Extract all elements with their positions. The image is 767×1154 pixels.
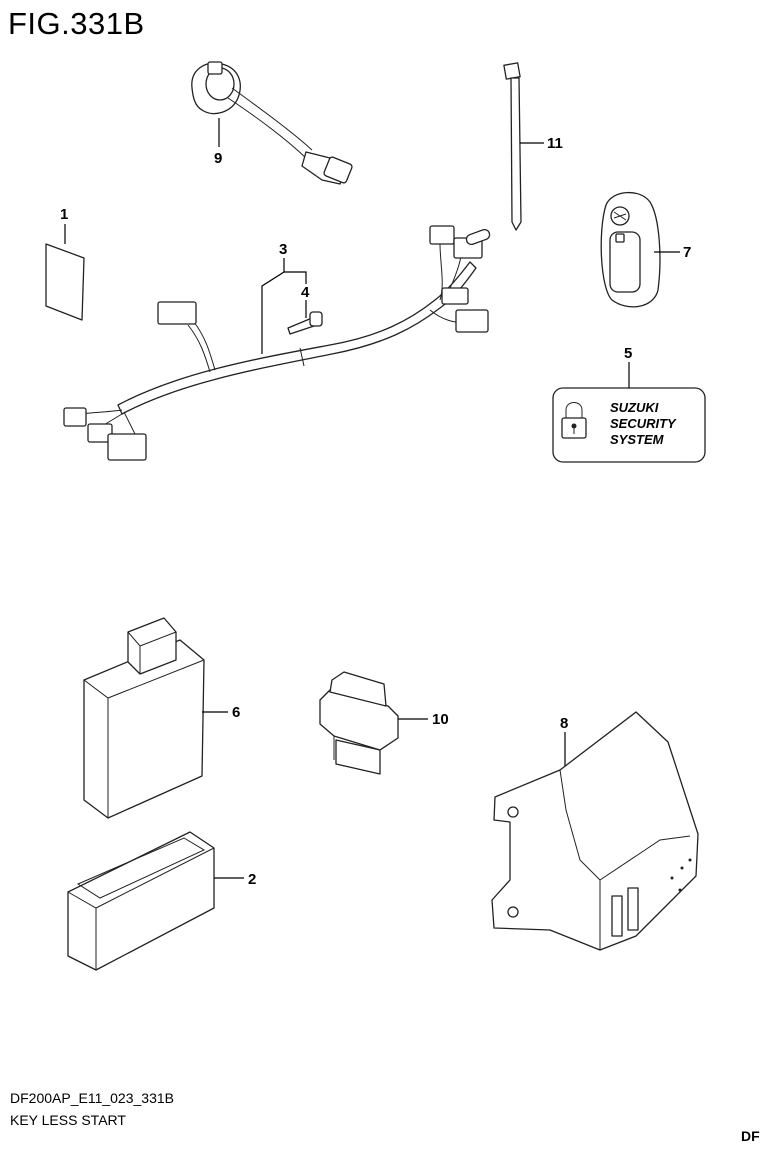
callout-7: 7	[683, 244, 691, 261]
callout-9: 9	[214, 150, 222, 167]
callout-11: 11	[547, 135, 563, 152]
callout-1: 1	[60, 206, 68, 223]
part-9-sensor-lead[interactable]	[191, 61, 353, 185]
part-8-bracket[interactable]	[491, 711, 699, 951]
callout-5: 5	[624, 345, 632, 362]
sticker-line-1: SUZUKI	[610, 400, 659, 415]
callout-4: 4	[301, 284, 310, 301]
part-7-key-fob[interactable]	[600, 191, 661, 308]
callout-6: 6	[232, 704, 240, 721]
part-2-module-holder[interactable]	[67, 831, 215, 971]
callout-2: 2	[248, 871, 256, 888]
part-6-control-module[interactable]	[83, 617, 205, 819]
sticker-line-2: SECURITY	[610, 416, 677, 431]
part-5-security-sticker[interactable]: SUZUKI SECURITY SYSTEM	[552, 387, 706, 463]
group-name: KEY LESS START	[10, 1112, 126, 1128]
sticker-line-3: SYSTEM	[610, 432, 665, 447]
part-3-wiring-harness[interactable]	[63, 225, 491, 461]
part-1-card[interactable]	[45, 243, 85, 321]
callout-labels: 1 2 3 4 5 6 7 8 9 10 11	[60, 135, 691, 888]
model-code: DF200AP_E11_023_331B	[10, 1090, 174, 1106]
callout-10: 10	[432, 711, 449, 728]
part-11-cable-tie[interactable]	[503, 62, 522, 231]
corner-mark: DF	[741, 1128, 760, 1144]
callout-3: 3	[279, 241, 287, 258]
part-4-screw[interactable]	[287, 311, 323, 335]
figure-title: FIG.331B	[8, 6, 145, 41]
part-10-switch[interactable]	[319, 671, 399, 775]
leader-lines	[64, 118, 680, 879]
callout-8: 8	[560, 715, 568, 732]
